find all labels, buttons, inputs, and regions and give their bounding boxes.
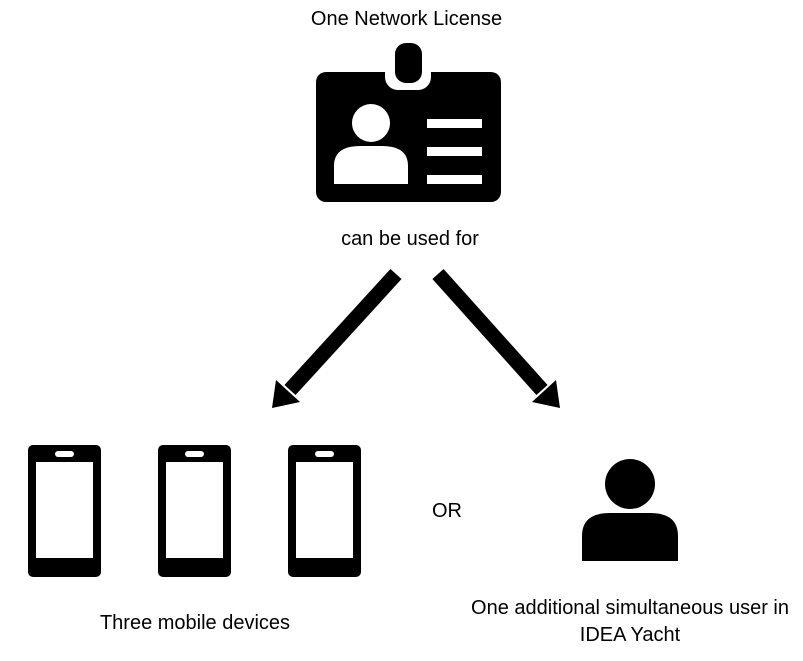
- mobile-phone-icon: [158, 445, 231, 577]
- mobile-phone-icon: [288, 445, 361, 577]
- mobile-phone-icon: [28, 445, 101, 577]
- option-right-label: One additional simultaneous user in IDEA…: [471, 597, 789, 646]
- diagram-title: One Network License: [310, 8, 503, 30]
- separator-label: OR: [432, 500, 462, 522]
- arrow-left: [272, 268, 402, 408]
- arrow-right: [432, 268, 560, 408]
- id-badge-icon: [316, 43, 501, 202]
- option-left-label: Three mobile devices: [99, 612, 291, 634]
- user-icon: [582, 459, 678, 561]
- connector-label: can be used for: [341, 228, 479, 250]
